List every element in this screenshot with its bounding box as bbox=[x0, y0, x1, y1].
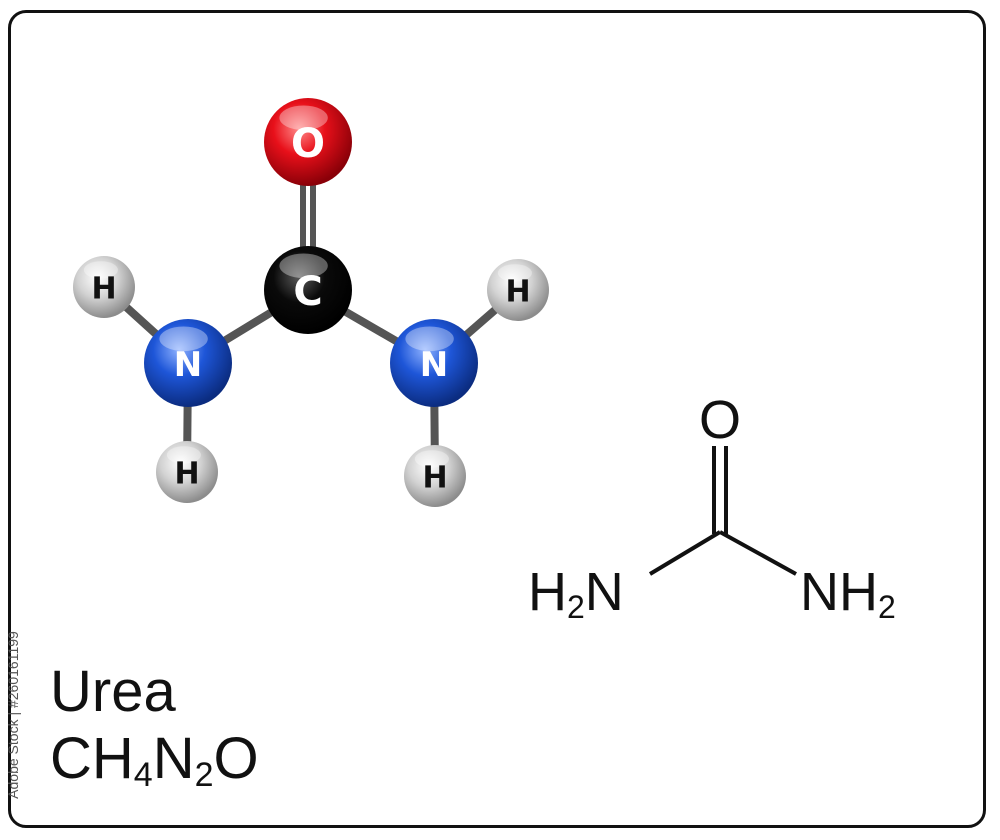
compound-formula: CH4N2O bbox=[50, 726, 259, 794]
atom-highlight bbox=[279, 105, 328, 131]
atom-label: H bbox=[505, 275, 530, 310]
atom-sphere bbox=[156, 441, 218, 503]
structural-formula: O H2N NH2 bbox=[528, 390, 896, 625]
diagram-frame bbox=[8, 10, 986, 828]
atom-sphere bbox=[487, 259, 549, 321]
atom-highlight bbox=[159, 326, 208, 352]
atom-nitrogen-n2: N bbox=[390, 319, 478, 407]
atom-hydrogen-h3: H bbox=[487, 259, 549, 321]
compound-label-block: Urea CH4N2O bbox=[50, 660, 259, 810]
atom-sphere bbox=[390, 319, 478, 407]
atom-highlight bbox=[497, 264, 532, 282]
atom-carbon-c: C bbox=[264, 246, 352, 334]
structural-bond-left bbox=[648, 530, 722, 576]
atom-label: N bbox=[174, 345, 202, 385]
compound-name: Urea bbox=[50, 659, 176, 724]
atom-label: H bbox=[91, 272, 116, 307]
atom-sphere bbox=[144, 319, 232, 407]
atom-sphere bbox=[404, 445, 466, 507]
structural-oxygen: O bbox=[699, 390, 741, 450]
ball-model-atoms: O C N N H H H H bbox=[73, 98, 549, 507]
structural-right-amine: NH2 bbox=[800, 562, 896, 625]
atom-highlight bbox=[414, 450, 449, 468]
stock-watermark: Adobe Stock | #260161199 bbox=[5, 631, 21, 799]
atom-sphere bbox=[264, 98, 352, 186]
atom-highlight bbox=[405, 326, 454, 352]
atom-highlight bbox=[279, 253, 328, 279]
atom-oxygen-o: O bbox=[264, 98, 352, 186]
atom-hydrogen-h2: H bbox=[156, 441, 218, 503]
atom-highlight bbox=[166, 446, 201, 464]
atom-label: H bbox=[174, 457, 199, 492]
atom-label: H bbox=[422, 461, 447, 496]
atom-label: O bbox=[291, 121, 325, 167]
atom-sphere bbox=[264, 246, 352, 334]
atom-nitrogen-n1: N bbox=[144, 319, 232, 407]
structural-left-amine: H2N bbox=[528, 562, 624, 625]
atom-highlight bbox=[83, 261, 118, 279]
structural-bond-right bbox=[719, 530, 797, 576]
atom-hydrogen-h4: H bbox=[404, 445, 466, 507]
atom-label: N bbox=[420, 345, 448, 385]
atom-label: C bbox=[293, 269, 322, 315]
atom-hydrogen-h1: H bbox=[73, 256, 135, 318]
atom-sphere bbox=[73, 256, 135, 318]
